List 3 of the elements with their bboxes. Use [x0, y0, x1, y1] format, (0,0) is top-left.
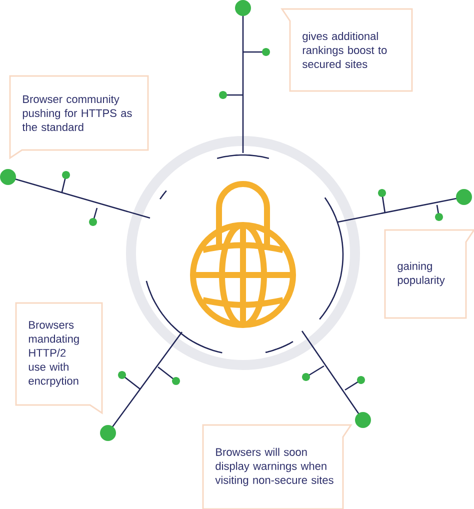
callout-box: Browsers mandating HTTP/2 use with encrpytion: [15, 302, 103, 414]
callout-box: gaining popularity: [384, 229, 474, 319]
callout-box: Browsers will soon display warnings when visiting non-secure sites: [202, 424, 352, 509]
